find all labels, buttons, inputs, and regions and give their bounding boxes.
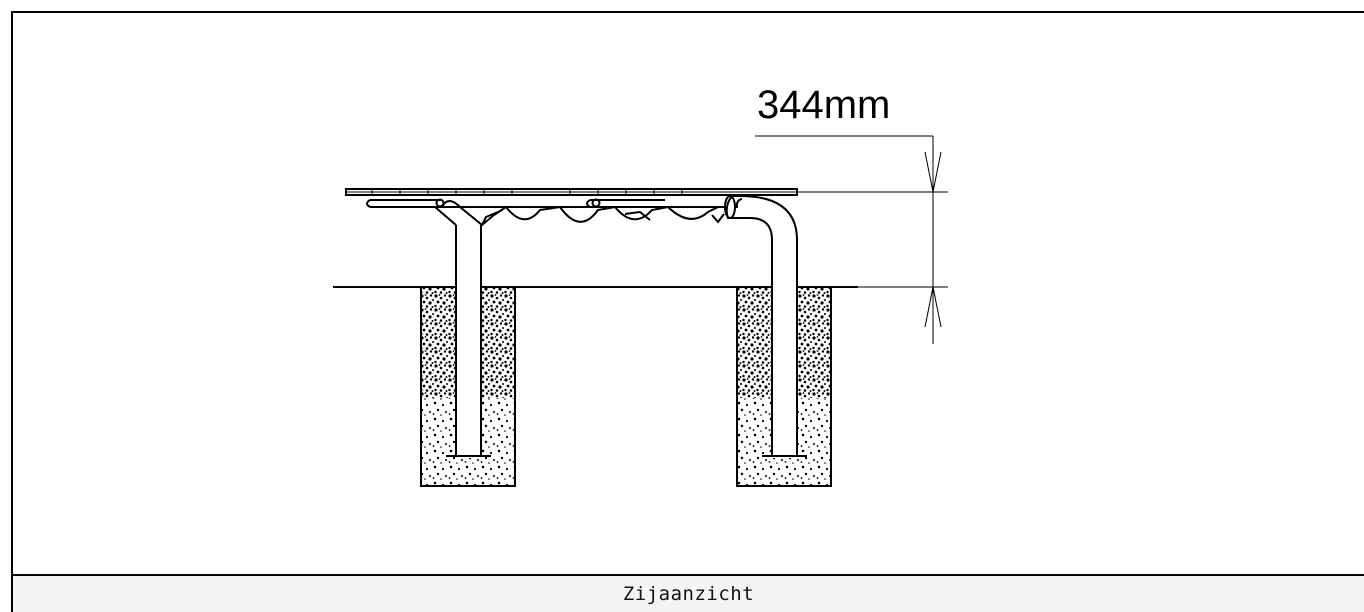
- view-caption: Zijaanzicht: [622, 583, 755, 605]
- footing-left: [420, 225, 516, 487]
- caption-bar: Zijaanzicht: [11, 574, 1364, 612]
- footing-right: [736, 258, 832, 487]
- dimension-arrow-bottom: [924, 286, 942, 328]
- drawing-frame: [11, 11, 1364, 612]
- top-plate: [345, 188, 798, 196]
- dimension-label: 344mm: [757, 83, 890, 127]
- dimension-annotation: [755, 135, 948, 344]
- support-structure: [366, 198, 728, 227]
- side-view-drawing: 344mm: [333, 83, 948, 487]
- dimension-arrow-top: [924, 151, 942, 193]
